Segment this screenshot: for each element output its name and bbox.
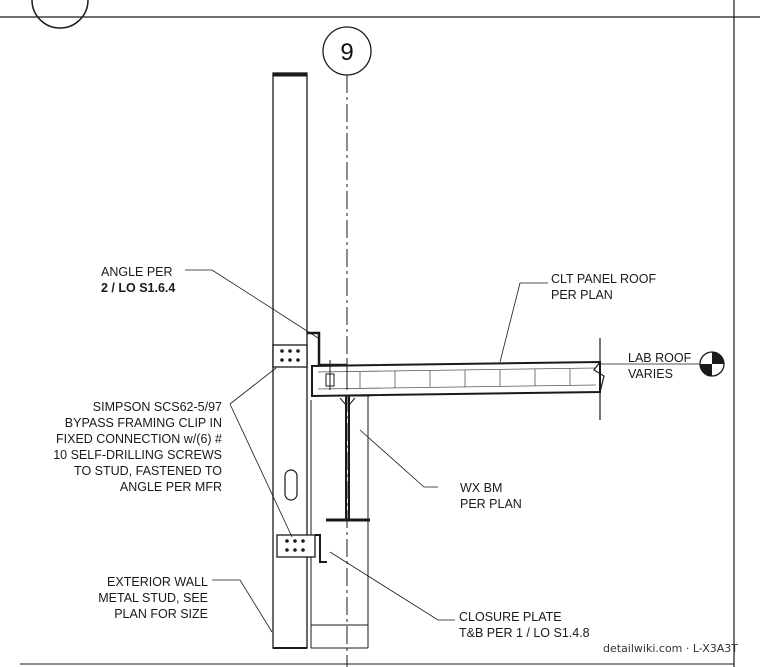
label-beam-line2: PER PLAN <box>460 497 522 511</box>
clt-roof-panel <box>311 338 605 420</box>
bypass-clip-lower <box>276 534 327 563</box>
label-closure: CLOSURE PLATE T&B PER 1 / LO S1.4.8 <box>459 610 590 640</box>
label-closure-line1: CLOSURE PLATE <box>459 610 562 624</box>
label-closure-line2: T&B PER 1 / LO S1.4.8 <box>459 626 590 640</box>
label-simpson-line6: ANGLE PER MFR <box>120 480 222 494</box>
grid-bubble-label: 9 <box>340 39 353 66</box>
elevation-marker <box>600 351 725 377</box>
label-clt-line1: CLT PANEL ROOF <box>551 272 656 286</box>
label-clt-line2: PER PLAN <box>551 288 613 302</box>
label-lab-roof-line1: LAB ROOF <box>628 351 692 365</box>
label-simpson: SIMPSON SCS62-5/97 BYPASS FRAMING CLIP I… <box>53 400 222 494</box>
leader-lines <box>185 269 548 633</box>
label-wall-line1: EXTERIOR WALL <box>107 575 208 589</box>
label-wall-line2: METAL STUD, SEE <box>98 591 208 605</box>
label-lab-roof: LAB ROOF VARIES <box>628 351 692 381</box>
watermark: detailwiki.com · L-X3A3T <box>603 642 738 655</box>
label-angle: ANGLE PER 2 / LO S1.6.4 <box>101 265 175 295</box>
label-simpson-line2: BYPASS FRAMING CLIP IN <box>65 416 222 430</box>
label-simpson-line5: TO STUD, FASTENED TO <box>74 464 222 478</box>
label-simpson-line4: 10 SELF-DRILLING SCREWS <box>53 448 222 462</box>
steel-beam <box>326 393 370 522</box>
detail-bubble-corner <box>31 0 89 29</box>
label-wall-line3: PLAN FOR SIZE <box>114 607 208 621</box>
label-wall: EXTERIOR WALL METAL STUD, SEE PLAN FOR S… <box>98 575 208 621</box>
label-angle-line2: 2 / LO S1.6.4 <box>101 281 175 295</box>
label-simpson-line3: FIXED CONNECTION w/(6) # <box>56 432 222 446</box>
label-beam: WX BM PER PLAN <box>460 481 522 511</box>
label-lab-roof-line2: VARIES <box>628 367 673 381</box>
label-clt: CLT PANEL ROOF PER PLAN <box>551 272 656 302</box>
label-angle-line1: ANGLE PER <box>101 265 173 279</box>
bypass-clip-upper <box>272 344 308 368</box>
steel-angle <box>307 331 347 367</box>
label-simpson-line1: SIMPSON SCS62-5/97 <box>93 400 222 414</box>
label-beam-line1: WX BM <box>460 481 502 495</box>
